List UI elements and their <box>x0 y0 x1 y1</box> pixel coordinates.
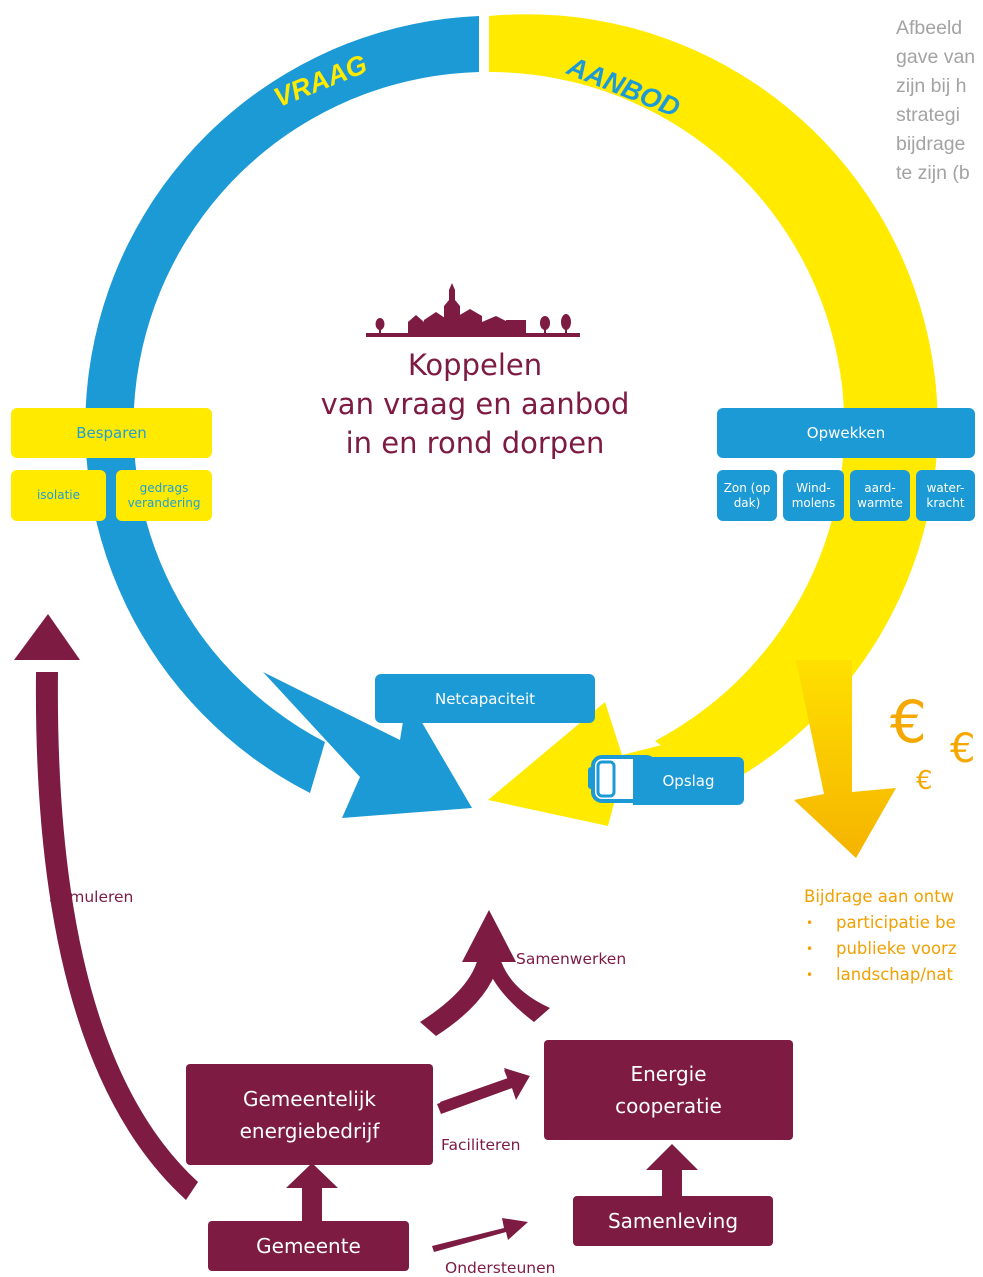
center-title-line: Koppelen <box>407 348 543 382</box>
caption-line: Afbeeld <box>896 17 963 39</box>
bijdrage-list: Bijdrage aan ontw participatie be publie… <box>804 884 957 988</box>
besparen-item-isolatie: isolatie <box>11 470 106 521</box>
caption-line: zijn bij h <box>896 75 967 97</box>
vraag-ring-segment <box>85 16 479 793</box>
opwekken-item-zon: Zon (op dak) <box>717 470 777 521</box>
gemeentelijk-energiebedrijf-box: Gemeentelijk energiebedrijf <box>186 1064 433 1165</box>
caption-line: strategi <box>896 104 960 126</box>
netcapaciteit-box: Netcapaciteit <box>375 674 595 723</box>
euro-sign-medium: € <box>950 726 975 772</box>
center-title-line: van vraag en aanbod <box>320 387 630 421</box>
samenwerken-arrow <box>420 910 550 1036</box>
euro-sign-large: € <box>890 688 927 756</box>
gemeente-up-arrow <box>286 1163 338 1221</box>
stimuleren-arrow <box>14 614 198 1200</box>
opwekken-item-windmolens: Wind- molens <box>783 470 844 521</box>
bijdrage-arrow <box>794 660 896 858</box>
caption-line: te zijn (b <box>896 162 970 184</box>
samenleving-up-arrow <box>646 1144 698 1198</box>
opwekken-item-aardwarmte: aard- warmte <box>850 470 910 521</box>
vraag-arrowhead <box>263 672 472 818</box>
caption-line: gave van <box>896 46 976 68</box>
village-icon <box>366 283 580 337</box>
ondersteunen-arrow <box>432 1218 528 1252</box>
faciliteren-label: Faciliteren <box>441 1136 521 1154</box>
opwekken-header: Opwekken <box>717 408 975 458</box>
opwekken-item-waterkracht: water- kracht <box>916 470 975 521</box>
center-title: Koppelen van vraag en aanbod in en rond … <box>280 346 670 463</box>
bijdrage-item: landschap/nat <box>804 962 957 988</box>
caption-line: bijdrage <box>896 133 966 155</box>
besparen-header: Besparen <box>11 408 212 458</box>
euro-sign-small: € <box>916 766 933 796</box>
samenleving-box: Samenleving <box>573 1196 773 1246</box>
ondersteunen-label: Ondersteunen <box>445 1259 556 1277</box>
besparen-item-gedragsverandering: gedrags verandering <box>116 470 212 521</box>
faciliteren-arrow <box>437 1068 530 1114</box>
gemeente-box: Gemeente <box>208 1221 409 1271</box>
opslag-box: Opslag <box>633 757 744 805</box>
samenwerken-label: Samenwerken <box>516 950 627 968</box>
caption-text: Afbeeld gave van zijn bij h strategi bij… <box>896 14 975 188</box>
bijdrage-item: publieke voorz <box>804 936 957 962</box>
energie-cooperatie-box: Energie cooperatie <box>544 1040 793 1140</box>
aanbod-ring-segment <box>489 14 938 788</box>
stimuleren-label: Stimuleren <box>49 888 134 906</box>
bijdrage-item: participatie be <box>804 910 957 936</box>
center-title-line: in en rond dorpen <box>345 426 605 460</box>
bijdrage-title: Bijdrage aan ontw <box>804 887 955 906</box>
